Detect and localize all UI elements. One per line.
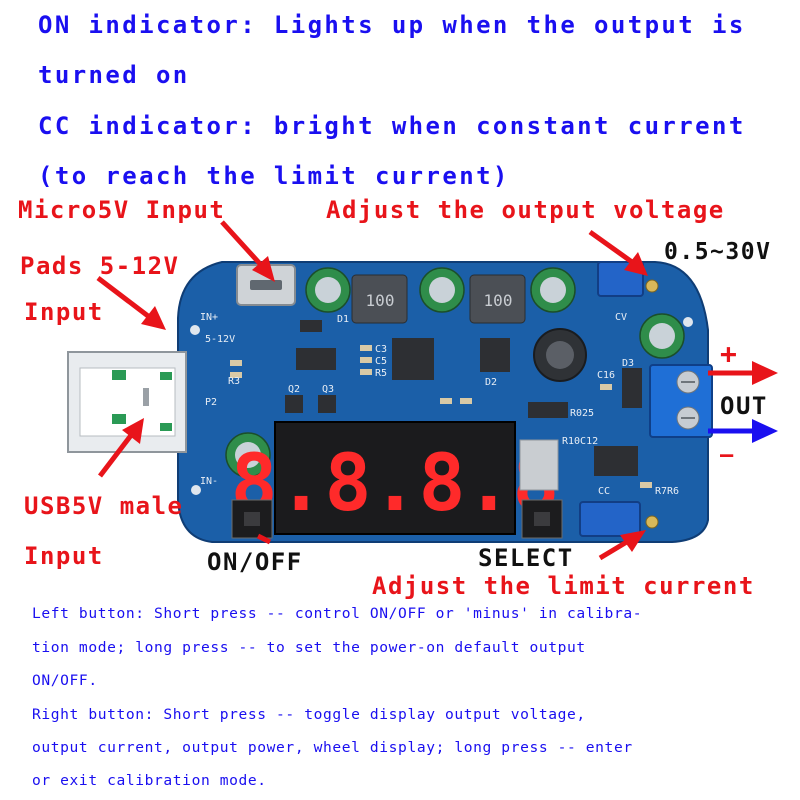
svg-text:R10C12: R10C12	[562, 436, 598, 447]
svg-text:IN+: IN+	[200, 312, 218, 323]
svg-text:R7R6: R7R6	[655, 486, 679, 497]
svg-text:R5: R5	[375, 368, 387, 379]
label-pads-input: Input	[24, 298, 104, 326]
label-on-off: ON/OFF	[207, 548, 303, 576]
svg-text:C5: C5	[375, 356, 387, 367]
board-illustration: 100 100 8.8.8.8 IN+ 5-12	[67, 220, 778, 561]
svg-text:R025: R025	[570, 408, 594, 419]
inductor-1	[351, 274, 408, 324]
header-line-1: ON indicator: Lights up when the output …	[38, 11, 746, 39]
svg-text:D2: D2	[485, 377, 497, 388]
svg-text:D1: D1	[337, 314, 349, 325]
svg-text:IN-: IN-	[200, 476, 218, 487]
usb-plug	[67, 351, 187, 453]
note-left-2: tion mode; long press -- to set the powe…	[32, 639, 586, 656]
label-usb-male: USB5V male	[24, 492, 184, 520]
led-display	[274, 421, 516, 535]
svg-text:Q3: Q3	[322, 384, 334, 395]
label-out: OUT	[720, 392, 768, 420]
note-right-1: Right button: Short press -- toggle disp…	[32, 706, 586, 723]
header-line-2: turned on	[38, 61, 190, 89]
note-left-3: ON/OFF.	[32, 672, 98, 689]
label-plus: +	[720, 337, 739, 370]
note-right-3: or exit calibration mode.	[32, 772, 267, 789]
display-digits: 8.8.8.8	[231, 439, 560, 529]
label-micro-input: Micro5V Input	[18, 196, 226, 224]
inductor-2-label: 100	[484, 291, 513, 310]
svg-text:5-12V: 5-12V	[205, 334, 235, 345]
svg-text:D3: D3	[622, 358, 634, 369]
svg-text:Q2: Q2	[288, 384, 300, 395]
svg-text:C3: C3	[375, 344, 387, 355]
inductor-1-label: 100	[366, 291, 395, 310]
current-pot	[579, 501, 641, 537]
label-select: SELECT	[478, 544, 574, 572]
label-adjust-voltage: Adjust the output voltage	[326, 196, 725, 224]
note-right-2: output current, output power, wheel disp…	[32, 739, 633, 756]
header-line-4: (to reach the limit current)	[38, 162, 510, 190]
label-voltage-range: 0.5~30V	[664, 239, 772, 265]
label-usb-input: Input	[24, 542, 104, 570]
label-minus: —	[720, 443, 735, 468]
header-line-3: CC indicator: bright when constant curre…	[38, 112, 746, 140]
svg-text:P2: P2	[205, 397, 217, 408]
label-adjust-current: Adjust the limit current	[372, 572, 755, 600]
svg-text:C16: C16	[597, 370, 615, 381]
svg-text:CV: CV	[615, 312, 627, 323]
svg-text:R3: R3	[228, 376, 240, 387]
label-pads: Pads 5-12V	[20, 252, 180, 280]
note-left-1: Left button: Short press -- control ON/O…	[32, 605, 643, 622]
svg-text:CC: CC	[598, 486, 610, 497]
inductor-2	[469, 274, 526, 324]
